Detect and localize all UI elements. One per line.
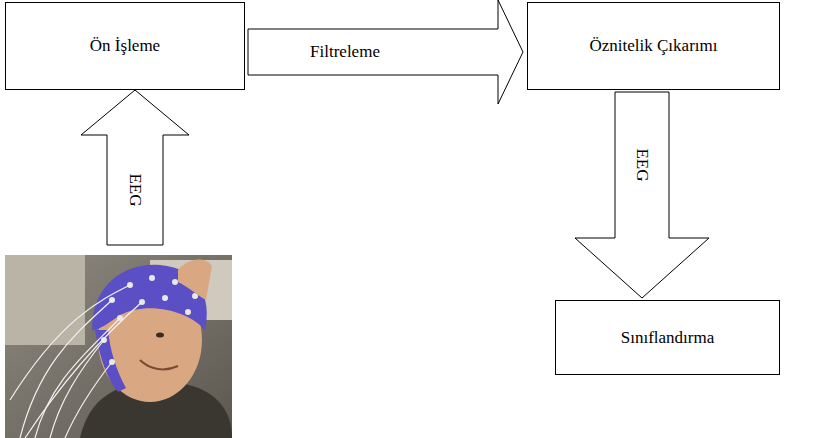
process-box: Ön İşleme [5,2,245,90]
process-box: Sınıflandırma [555,300,780,375]
eeg-photo [5,255,232,438]
box-text: Öznitelik Çıkarımı [590,36,718,56]
process-box: Öznitelik Çıkarımı [527,2,780,90]
block-arrow [248,0,523,104]
block-arrow [575,92,709,298]
arrow-label: EEG [633,148,652,181]
block-arrow-up [81,90,189,245]
box-text: Sınıflandırma [621,328,714,348]
arrow-label: Filtreleme [310,43,380,62]
box-text: Ön İşleme [90,36,160,56]
arrow-label: EEG [126,173,145,206]
